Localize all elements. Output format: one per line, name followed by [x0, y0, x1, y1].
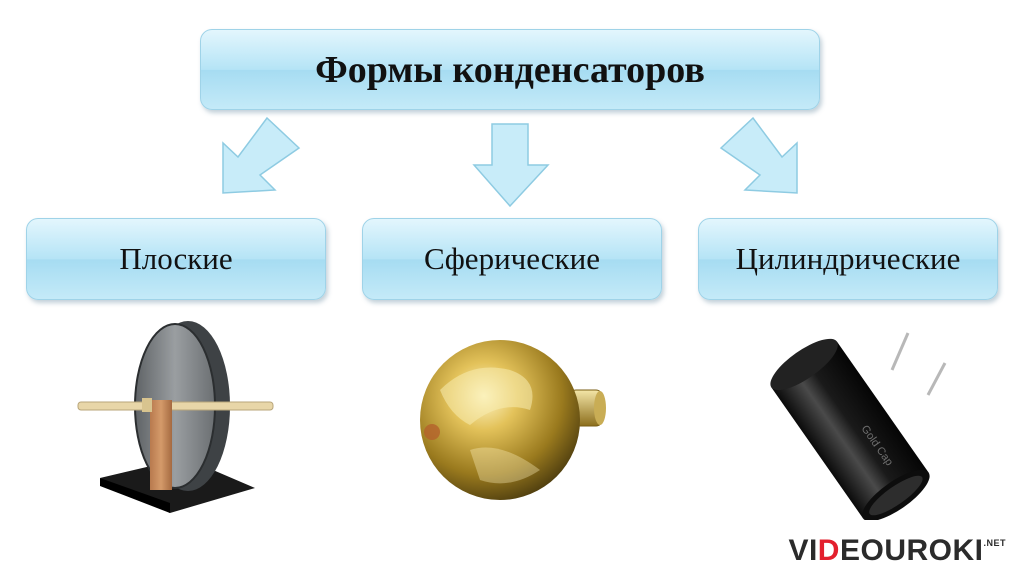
title-box: Формы конденсаторов [200, 29, 820, 110]
logo-part3: EOUROKI [839, 534, 984, 567]
diagram-title: Формы конденсаторов [315, 48, 705, 91]
spherical-capacitor-image [420, 340, 606, 500]
category-flat-box: Плоские [26, 218, 326, 300]
logo-part2: D [817, 534, 840, 567]
logo-part1: VI [788, 534, 818, 567]
category-cylindrical-label: Цилиндрические [735, 241, 961, 276]
arrow-down-right-icon [719, 116, 798, 194]
category-spherical-box: Сферические [362, 218, 662, 300]
category-flat-label: Плоские [119, 241, 233, 276]
logo-suffix: .NET [983, 538, 1006, 548]
category-spherical-label: Сферические [424, 241, 600, 276]
videouroki-logo: VIDEOUROKI.NET [788, 534, 1006, 568]
arrow-down-icon [472, 123, 550, 208]
flat-plate-capacitor-image [77, 321, 274, 513]
cylindrical-capacitor-image: Gold Cap [770, 332, 947, 520]
category-cylindrical-box: Цилиндрические [698, 218, 998, 300]
arrow-down-left-icon [222, 116, 301, 194]
